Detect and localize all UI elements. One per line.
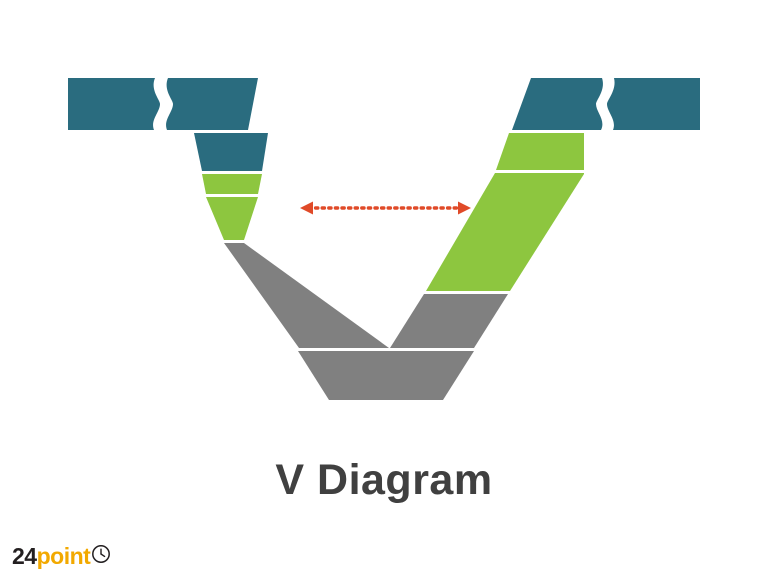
right-arm-segment-2[interactable] (426, 173, 584, 291)
left-arm-segment-1[interactable] (194, 133, 268, 171)
page-title: V Diagram (275, 456, 493, 504)
double-headed-dotted-arrow[interactable] (300, 201, 471, 215)
clock-icon (91, 544, 111, 569)
left-banner-main[interactable] (166, 78, 258, 130)
left-arm-segment-4[interactable] (224, 243, 389, 348)
brand-logo-number: 24 (12, 542, 37, 569)
v-base[interactable] (298, 351, 474, 400)
right-banner-main[interactable] (512, 78, 603, 130)
right-banner-stub[interactable] (607, 78, 700, 130)
brand-logo[interactable]: 24 point (12, 543, 111, 569)
right-arm-segment-1[interactable] (496, 133, 584, 170)
left-arm-segment-2[interactable] (202, 174, 262, 194)
left-banner-stub[interactable] (68, 78, 160, 130)
arrow-head-right-icon (458, 201, 471, 215)
arrow-head-left-icon (300, 201, 313, 215)
left-arm-segment-3[interactable] (206, 197, 258, 240)
brand-logo-word: point (36, 542, 91, 569)
right-arm-segment-3[interactable] (390, 294, 508, 348)
